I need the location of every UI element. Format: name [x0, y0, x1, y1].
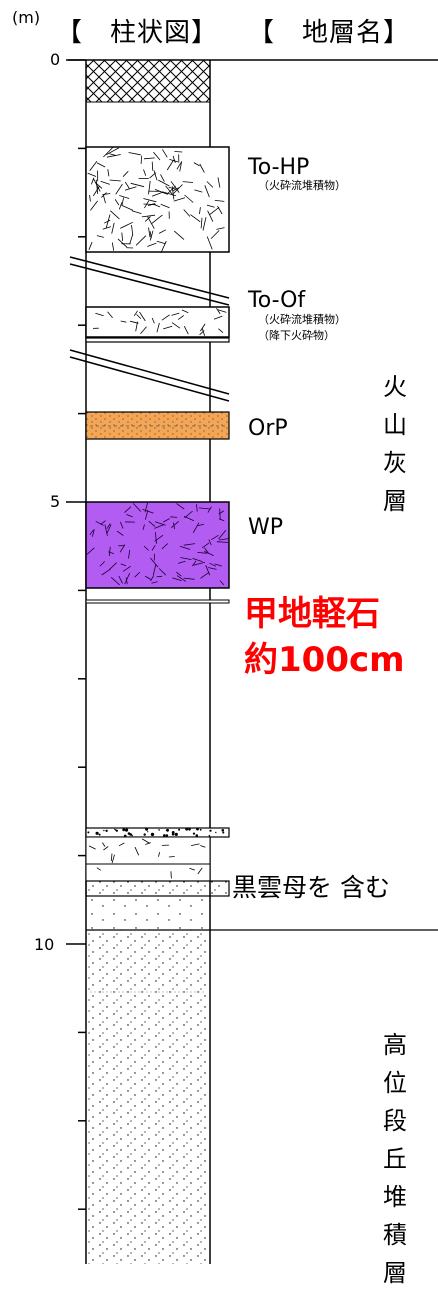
scoria-speckle — [188, 828, 191, 831]
biotite-note: 黒雲母を 含む — [232, 875, 390, 900]
unconformity-line-2b — [70, 357, 229, 401]
unconformity-line-1b — [70, 264, 229, 305]
terrace-deposit-layer — [86, 930, 210, 1264]
scoria-speckle — [115, 829, 117, 831]
scoria-speckle — [96, 832, 99, 835]
scoria-speckle — [163, 834, 166, 837]
to-of-sub-label-1: （火砕流堆積物） — [258, 314, 346, 325]
depth-ticks — [66, 60, 86, 1209]
to-of-label: To-Of — [248, 290, 305, 312]
scoria-speckle — [193, 833, 195, 835]
scoria-speckle — [147, 831, 148, 832]
to-of-sub-label-2: （降下火砕物） — [258, 330, 335, 341]
scoria-speckle — [131, 835, 133, 837]
wp-layer — [86, 502, 229, 588]
scoria-speckle — [99, 834, 101, 836]
unconformity-line-2a — [70, 350, 229, 394]
scoria-speckle — [222, 829, 225, 832]
scoria-speckle — [166, 834, 168, 836]
scoria-speckle — [128, 832, 131, 835]
tuff-band — [86, 837, 210, 864]
depth-label-0: 0 — [50, 52, 60, 68]
scoria-speckle — [87, 831, 89, 833]
texture-stroke — [141, 156, 142, 164]
scoria-speckle — [158, 829, 160, 831]
scoria-speckle — [172, 833, 175, 836]
to-of-layer — [86, 307, 229, 337]
scoria-speckle — [196, 828, 199, 831]
scoria-speckle — [144, 833, 146, 835]
layer-name-title: 【 地層名】 — [248, 20, 410, 46]
to-hp-label: To-HP — [248, 157, 309, 179]
topsoil-layer — [86, 60, 210, 102]
thin-band — [86, 600, 229, 603]
pumice-band — [86, 864, 210, 881]
texture-stroke — [152, 162, 153, 171]
texture-stroke — [174, 152, 182, 153]
scoria-speckle — [125, 829, 128, 832]
scoria-speckle — [145, 828, 148, 831]
scoria-speckle — [186, 829, 187, 830]
to-hp-sub-label: （火砕流堆積物） — [258, 180, 346, 191]
depth-label-5: 5 — [50, 494, 60, 510]
unit-label: (m) — [12, 10, 40, 26]
scoria-speckle — [222, 832, 224, 834]
scoria-speckle — [151, 833, 154, 836]
sparse-sand-band — [86, 896, 210, 930]
columnar-section: (m) 【 柱状図】 【 地層名】 0 5 10 To-HP （火砕流堆積物） … — [0, 0, 438, 1264]
scoria-band — [86, 828, 229, 837]
texture-stroke — [220, 509, 221, 520]
to-hp-layer — [86, 147, 229, 252]
to-of-fall-band — [86, 338, 229, 342]
scoria-speckle — [178, 829, 180, 831]
scoria-speckle — [105, 830, 107, 832]
column-title: 【 柱状図】 — [56, 20, 218, 46]
thickness-label: 約100cm — [244, 638, 405, 682]
depth-label-10: 10 — [34, 937, 54, 953]
biotite-layer — [86, 881, 229, 896]
orp-layer — [86, 412, 229, 439]
wp-label: WP — [248, 517, 283, 539]
scoria-speckle — [209, 835, 211, 837]
scoria-speckle — [122, 828, 125, 831]
scoria-speckle — [175, 833, 177, 835]
unconformity-line-1a — [70, 257, 229, 298]
orp-label: OrP — [248, 418, 288, 440]
scoria-speckle — [209, 830, 211, 832]
scoria-speckle — [166, 830, 167, 831]
scoria-speckle — [200, 829, 202, 831]
scoria-speckle — [103, 830, 104, 831]
scoria-speckle — [196, 834, 199, 837]
texture-stroke — [169, 857, 175, 858]
texture-stroke — [171, 871, 172, 878]
terrace-group-label: 高位段丘堆積層 — [380, 1026, 410, 1292]
volcanic-ash-group-label: 火山灰層 — [380, 368, 410, 520]
scoria-speckle — [215, 832, 216, 833]
kouchi-pumice-label: 甲地軽石 — [244, 592, 380, 636]
